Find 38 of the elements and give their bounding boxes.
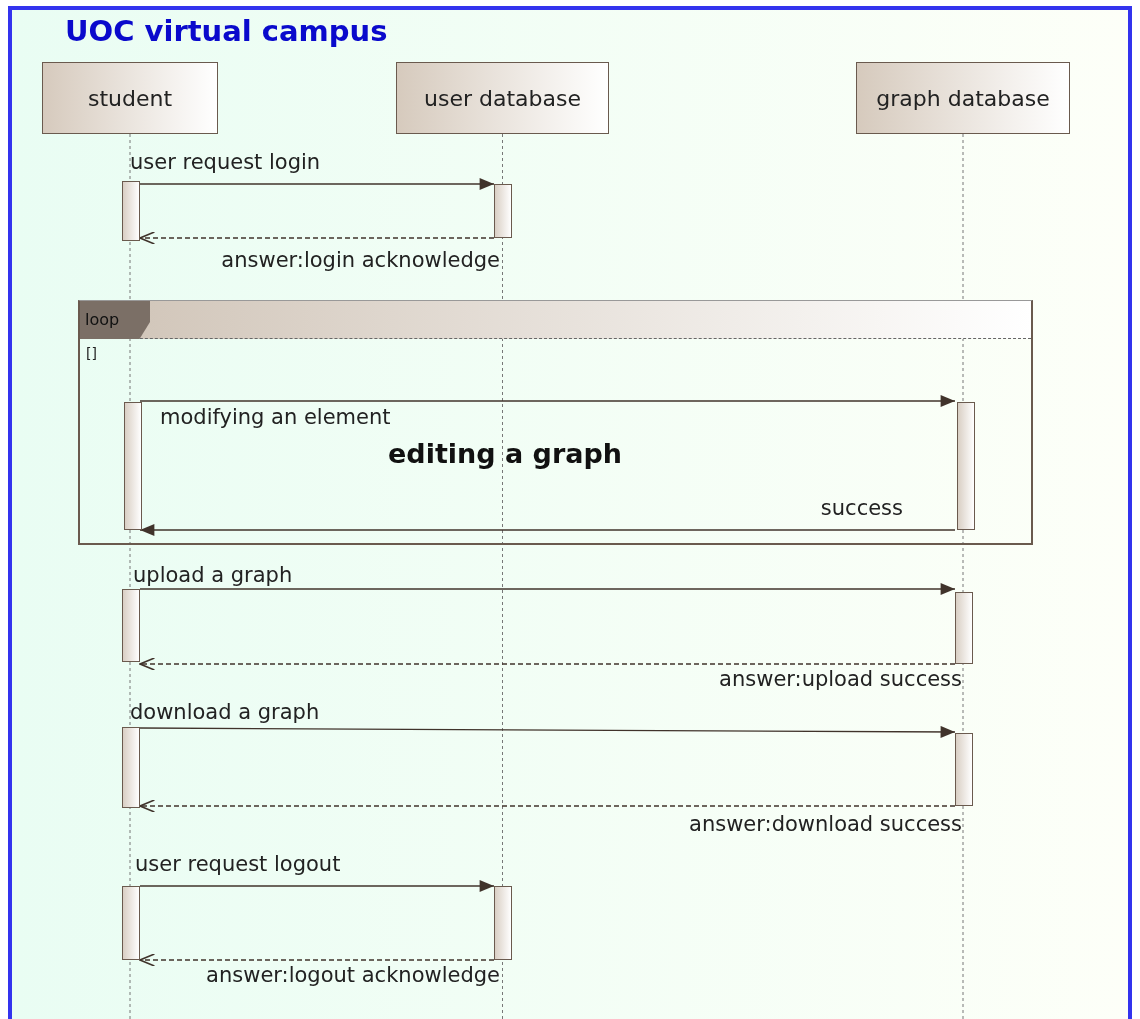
message-arrow [139, 880, 495, 892]
activation-bar [955, 592, 973, 664]
edge-label: modifying an element [160, 405, 391, 431]
activation-bar [957, 402, 975, 530]
edge-label: answer:logout acknowledge [206, 963, 500, 989]
activation-bar [122, 589, 140, 662]
message-arrow [139, 583, 956, 595]
edge-label: answer:upload success [719, 667, 962, 693]
participant-box: student [42, 62, 218, 134]
message-arrow [139, 178, 495, 190]
message-arrow [139, 953, 495, 967]
message-arrow [139, 725, 956, 738]
activation-bar [124, 402, 142, 530]
message-arrow [139, 524, 956, 536]
activation-bar [494, 886, 512, 960]
edge-label: user request login [130, 150, 321, 176]
message-arrow [139, 657, 956, 671]
activation-bar [122, 181, 140, 241]
message-arrow [139, 799, 956, 813]
loop-tag: loop [80, 301, 150, 339]
activation-bar [494, 184, 512, 238]
edge-label: download a graph [130, 700, 320, 726]
edge-label: answer:download success [689, 812, 962, 838]
participant-box: graph database [856, 62, 1070, 134]
edge-label: upload a graph [133, 563, 293, 589]
loop-frame [78, 300, 1033, 545]
diagram-title: UOC virtual campus [65, 14, 388, 49]
activation-bar [122, 886, 140, 960]
activation-bar [955, 733, 973, 806]
message-arrow [139, 231, 495, 245]
edge-label: answer:login acknowledge [221, 248, 500, 274]
participant-box: user database [396, 62, 609, 134]
edge-label: success [820, 496, 903, 522]
message-arrow [139, 395, 956, 407]
edge-label: user request logout [135, 852, 341, 878]
fragment-title: editing a graph [388, 438, 623, 471]
activation-bar [122, 727, 140, 808]
guard-condition: [] [86, 345, 97, 362]
